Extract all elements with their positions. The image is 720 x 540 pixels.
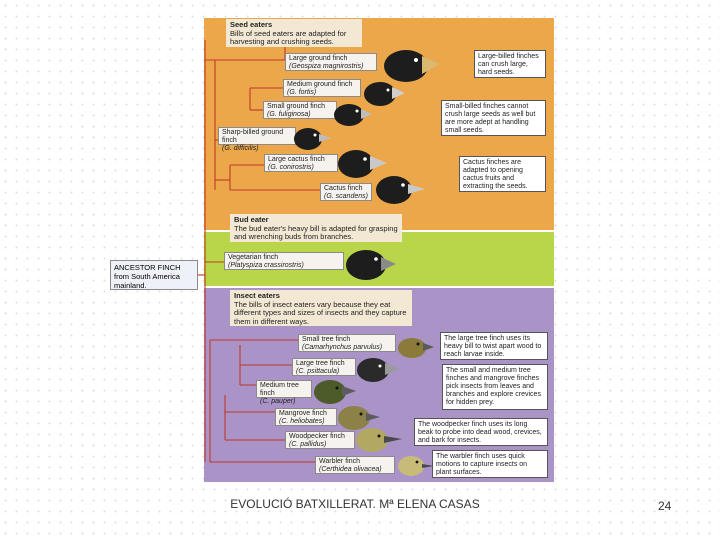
finch-label-cactus: Cactus finch(G. scandens) xyxy=(320,183,372,201)
finch-label-vegetarian: Vegetarian finch(Platyspiza crassirostri… xyxy=(224,252,344,270)
small-ground-finch-illustration xyxy=(334,104,372,126)
note-warbler-finch: The warbler finch uses quick motions to … xyxy=(432,450,548,478)
page-number: 24 xyxy=(658,499,672,513)
finch-label-small-tree: Small tree finch(Camarhynchus parvulus) xyxy=(298,334,396,352)
note-small-medium-tree-finches: The small and medium tree finches and ma… xyxy=(442,364,548,410)
note-large-billed: Large-billed finches can crush large, ha… xyxy=(474,50,546,78)
finch-label-large-ground: Large ground finch(Geospiza magnirostris… xyxy=(285,53,377,71)
seed-eaters-header: Seed eaters Bills of seed eaters are ada… xyxy=(226,19,362,47)
medium-tree-finch-illustration xyxy=(314,380,356,404)
cactus-finch-illustration xyxy=(376,176,425,204)
bud-eater-header: Bud eater The bud eater's heavy bill is … xyxy=(230,214,402,242)
medium-ground-finch-illustration xyxy=(364,82,405,106)
sharp-billed-ground-finch-illustration xyxy=(294,128,331,150)
bud-eater-title: Bud eater xyxy=(234,215,269,224)
large-cactus-finch-illustration xyxy=(338,150,387,178)
large-ground-finch-illustration xyxy=(384,50,440,82)
finch-label-sharp-billed-ground: Sharp-billed ground finch(G. difficilis) xyxy=(218,127,296,152)
finch-label-small-ground: Small ground finch(G. fuliginosa) xyxy=(263,101,337,119)
note-woodpecker-finch: The woodpecker finch uses its long beak … xyxy=(414,418,548,446)
note-cactus-finches: Cactus finches are adapted to opening ca… xyxy=(459,156,546,192)
footer-caption: EVOLUCIÓ BATXILLERAT. Mª ELENA CASAS xyxy=(230,497,480,511)
finch-label-warbler: Warbler finch(Certhidea olivacea) xyxy=(315,456,395,474)
insect-eaters-desc: The bills of insect eaters vary because … xyxy=(234,299,407,326)
finch-label-medium-ground: Medium ground finch(G. fortis) xyxy=(283,79,361,97)
finch-label-large-cactus: Large cactus finch(G. conirostris) xyxy=(264,154,338,172)
ancestor-finch-label: ANCESTOR FINCH from South America mainla… xyxy=(110,260,198,290)
finch-label-large-tree: Large tree finch(C. psittacula) xyxy=(292,358,356,376)
insect-eaters-header: Insect eaters The bills of insect eaters… xyxy=(230,290,412,326)
note-large-tree-finch: The large tree finch uses its heavy bill… xyxy=(440,332,548,360)
vegetarian-finch-illustration xyxy=(346,250,396,280)
seed-eaters-title: Seed eaters xyxy=(230,20,273,29)
small-tree-finch-illustration xyxy=(398,338,434,358)
finch-label-mangrove: Mangrove finch(C. heliobates) xyxy=(275,408,337,426)
finch-label-woodpecker: Woodpecker finch(C. pallidus) xyxy=(285,431,355,449)
note-small-billed: Small-billed finches cannot crush large … xyxy=(441,100,546,136)
finch-label-medium-tree: Medium tree finch(C. pauper) xyxy=(256,380,312,405)
insect-eaters-title: Insect eaters xyxy=(234,291,280,300)
bud-eater-desc: The bud eater's heavy bill is adapted fo… xyxy=(234,223,398,241)
warbler-finch-illustration xyxy=(398,456,434,476)
seed-eaters-desc: Bills of seed eaters are adapted for har… xyxy=(230,28,347,46)
woodpecker-finch-illustration xyxy=(356,428,402,452)
large-tree-finch-illustration xyxy=(357,358,399,382)
mangrove-finch-illustration xyxy=(338,406,380,430)
